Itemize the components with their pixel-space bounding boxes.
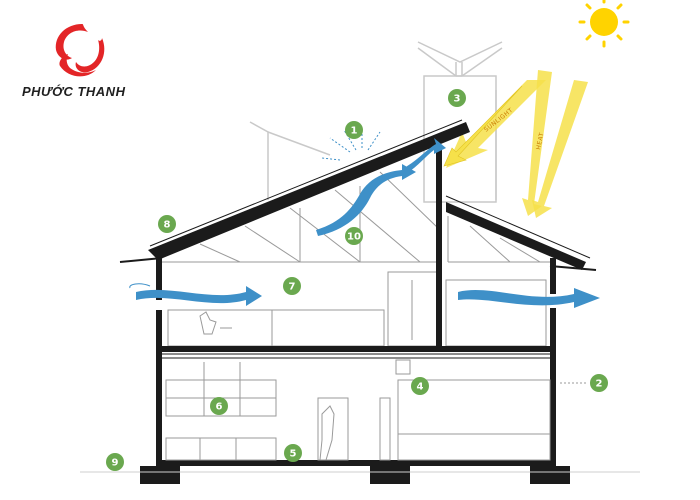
brand-logo: PHƯỚC THANH (22, 18, 142, 108)
marker-circle (210, 397, 228, 415)
marker-circle (158, 215, 176, 233)
marker-roof-eave: 8 (158, 215, 176, 233)
marker-circle (448, 89, 466, 107)
main-roof (119, 119, 597, 271)
marker-circle (284, 444, 302, 462)
airflow-upper-right-arrow (458, 288, 600, 308)
airflow-stack-arrow (316, 164, 416, 236)
brand-mark-icon (55, 24, 105, 77)
airflow-arrows (129, 138, 600, 308)
marker-ground-floor-room: 5 (284, 444, 302, 462)
marker-circle (345, 227, 363, 245)
floor-joists (162, 353, 550, 359)
marker-label: 4 (417, 382, 424, 393)
marker-cross-ventilation: 7 (283, 277, 301, 295)
marker-circle (283, 277, 301, 295)
ground-floor (165, 359, 551, 461)
marker-label: 9 (112, 458, 119, 469)
roof-truss (162, 171, 550, 263)
marker-label: 10 (347, 232, 361, 243)
brand-name: PHƯỚC THANH (22, 84, 126, 99)
marker-circle (590, 374, 608, 392)
sun-icon (578, 0, 630, 48)
upper-floor (167, 271, 547, 347)
marker-solar-chimney: 3 (448, 89, 466, 107)
heat-into-chimney-arrow (443, 85, 523, 167)
markers-layer: 1 2 3 4 5 6 7 8 9 10 (106, 89, 608, 471)
marker-stack-ventilation: 10 (345, 227, 363, 245)
structural-frame (140, 148, 570, 484)
marker-circle (411, 377, 429, 395)
marker-window-overhang: 2 (590, 374, 608, 392)
marker-label: 6 (216, 402, 223, 413)
marker-label: 2 (596, 379, 603, 390)
marker-roof-vent: 1 (345, 121, 363, 139)
marker-label: 7 (289, 282, 296, 293)
marker-label: 8 (164, 220, 171, 231)
marker-label: 5 (290, 449, 297, 460)
airflow-exhaust-arrow (404, 138, 446, 174)
svg-text:HEAT: HEAT (535, 132, 546, 151)
marker-foundation: 9 (106, 453, 124, 471)
marker-label: 1 (351, 126, 358, 137)
marker-circle (106, 453, 124, 471)
airflow-upper-left-arrow (136, 286, 262, 306)
marker-interior-opening: 4 (411, 377, 429, 395)
marker-ground-floor-shelving: 6 (210, 397, 228, 415)
marker-label: 3 (454, 94, 461, 105)
marker-circle (345, 121, 363, 139)
